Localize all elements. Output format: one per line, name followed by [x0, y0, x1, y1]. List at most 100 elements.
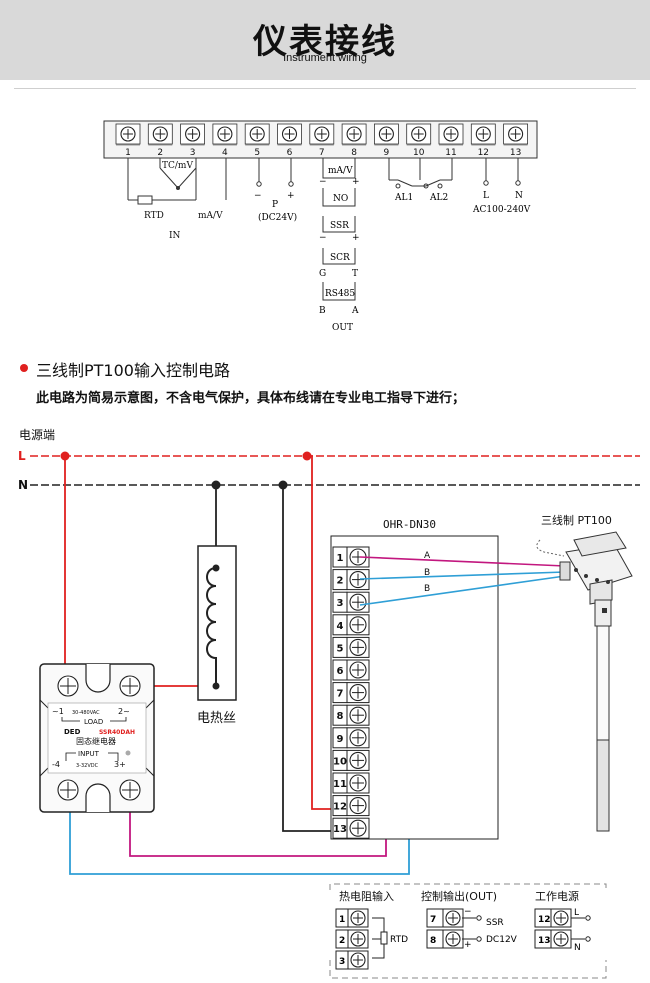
strip-terminal-number: 10	[413, 148, 425, 158]
controller-terminal-number: 11	[333, 779, 347, 790]
strip-terminal-number: 4	[222, 148, 228, 158]
legend-n-label: N	[574, 943, 581, 953]
legend-dc12v-label: DC12V	[486, 935, 518, 945]
n-label: N	[515, 191, 523, 201]
svg-text:+: +	[287, 191, 295, 201]
heater-coil	[206, 567, 217, 686]
strip-terminal-number: 7	[319, 148, 325, 158]
legend-terminal	[335, 908, 369, 928]
ssr-t4: -4	[52, 760, 60, 769]
power-source-label: 电源端	[19, 428, 56, 442]
strip-terminal: 5	[244, 123, 270, 158]
controller-terminal: 6	[332, 659, 370, 681]
scr-label: SCR	[330, 253, 350, 263]
legend-power-title: 工作电源	[535, 889, 579, 903]
ssr-dc: 3-32VDC	[76, 763, 99, 769]
controller-terminal-number: 2	[337, 576, 344, 587]
controller-terminal-number: 12	[333, 802, 347, 813]
strip-terminal: 8	[341, 123, 367, 158]
bullet-dot	[20, 364, 28, 372]
wire-a-label: A	[424, 551, 431, 561]
rtd-label: RTD	[144, 211, 164, 221]
strip-terminal-number: 8	[351, 148, 357, 158]
controller-terminal: 1	[332, 546, 370, 568]
tc-label: TC/mV	[162, 161, 193, 171]
out-label: OUT	[332, 323, 353, 333]
wire-b1-label: B	[424, 568, 430, 578]
ssr-screw	[119, 779, 141, 801]
al2-label: AL2	[429, 193, 448, 203]
legend-t3: 3	[339, 957, 345, 967]
controller-terminal: 7	[332, 682, 370, 704]
line-n-label: N	[18, 478, 28, 492]
strip-terminal: 11	[438, 123, 464, 158]
controller-terminal: 2	[332, 569, 370, 591]
legend-rtd-label: RTD	[390, 935, 408, 945]
strip-terminal-number: 3	[190, 148, 196, 158]
al1-label: AL1	[394, 193, 413, 203]
legend-t7: 7	[430, 915, 436, 925]
sensor-label: 三线制 PT100	[541, 513, 612, 527]
controller-terminal: 12	[332, 795, 370, 817]
strip-terminal: 1	[115, 123, 141, 158]
p-label: P	[272, 200, 278, 210]
ssr-name: 固态继电器	[76, 736, 116, 746]
controller-terminal-number: 8	[337, 711, 344, 722]
divider	[14, 88, 636, 89]
controller-terminal: 9	[332, 727, 370, 749]
legend-t8: 8	[430, 936, 436, 946]
ssr-input: INPUT	[78, 750, 100, 758]
controller-terminal-number: 10	[333, 756, 347, 767]
controller-terminal-number: 5	[337, 643, 344, 654]
ssr-screw	[57, 675, 79, 697]
strip-terminal: 10	[406, 123, 432, 158]
strip-terminal: 12	[470, 123, 496, 158]
legend-rtd-title: 热电阻输入	[339, 889, 394, 903]
svg-text:−: −	[319, 233, 327, 243]
controller-terminal-number: 4	[337, 621, 344, 632]
ssr-t1: ~1	[52, 707, 64, 716]
controller-terminal-number: 1	[337, 553, 344, 564]
wire-b2-label: B	[424, 584, 430, 594]
controller-terminal: 3	[332, 591, 370, 613]
ssr-screw	[57, 779, 79, 801]
legend-terminal	[335, 929, 369, 949]
a-label: A	[351, 306, 359, 316]
ac-label: AC100-240V	[472, 205, 531, 215]
controller-terminal: 13	[332, 817, 370, 839]
legend-terminal	[534, 929, 572, 949]
controller-terminal-number: 3	[337, 598, 344, 609]
svg-text:+: +	[464, 940, 472, 950]
legend-t13: 13	[538, 936, 551, 946]
ssr-label: SSR	[330, 221, 349, 231]
rs485-label: RS485	[325, 289, 355, 299]
strip-terminal-number: 13	[510, 148, 521, 158]
ssr-t2: 2~	[118, 707, 130, 716]
ssr-screw	[119, 675, 141, 697]
controller-terminal: 5	[332, 636, 370, 658]
ssr-t3: 3+	[114, 760, 126, 769]
strip-terminal-number: 1	[125, 148, 131, 158]
dc24v-label: (DC24V)	[258, 212, 297, 223]
svg-text:+: +	[352, 233, 360, 243]
page-subtitle: Instrument wiring	[283, 52, 367, 64]
legend-l-label: L	[574, 908, 579, 918]
controller-terminal: 8	[332, 704, 370, 726]
controller-terminal: 11	[332, 772, 370, 794]
strip-terminal-number: 2	[157, 148, 163, 158]
strip-terminal: 2	[147, 123, 173, 158]
section-title: 三线制PT100输入控制电路	[36, 361, 230, 380]
line-l-label: L	[18, 449, 26, 463]
legend-t2: 2	[339, 936, 345, 946]
page-title: 仪表接线	[253, 22, 397, 62]
solid-state-relay: ~1 30-480VAC 2~ LOAD DED SSR40DAH 固态继电器 …	[39, 663, 155, 813]
controller-terminal-number: 7	[337, 689, 344, 700]
pt100-sensor	[536, 531, 633, 832]
strip-terminal-number: 5	[254, 148, 260, 158]
ma-in-label: mA/V	[198, 211, 223, 221]
controller-terminal: 4	[332, 614, 370, 636]
legend-t12: 12	[538, 915, 551, 925]
strip-terminal: 13	[503, 123, 529, 158]
